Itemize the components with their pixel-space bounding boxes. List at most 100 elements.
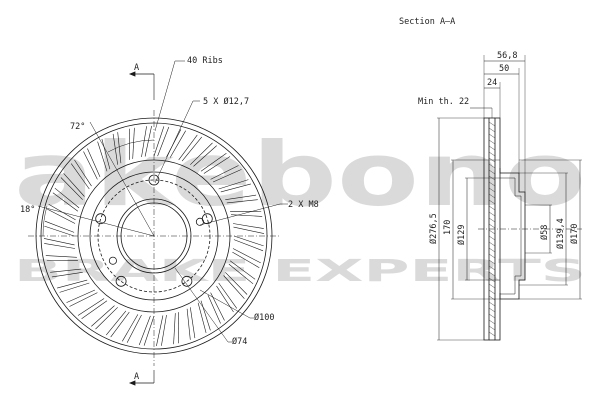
bolt-hole — [181, 275, 193, 287]
rib-line — [117, 132, 122, 164]
rib-line — [225, 272, 248, 295]
rib-line — [122, 314, 139, 342]
rib-line — [232, 248, 261, 264]
section-hatch — [488, 163, 496, 169]
dim-top-label-2: 50 — [499, 64, 509, 74]
section-hatch — [488, 259, 496, 265]
section-hatch — [488, 217, 496, 223]
rib-line — [51, 272, 83, 278]
rib-line — [218, 179, 249, 190]
rib-line — [126, 314, 142, 343]
rib-line — [207, 294, 221, 324]
leader-pcd — [199, 289, 254, 319]
rib-line — [144, 125, 152, 157]
section-hatch — [488, 151, 496, 157]
rib-line — [44, 220, 75, 233]
section-hatch — [488, 139, 496, 145]
section-hatch — [488, 199, 496, 205]
rib-line — [233, 239, 264, 252]
section-hatch — [488, 247, 496, 253]
section-hatch — [488, 187, 496, 193]
rib-line — [44, 225, 75, 237]
section-marker-bottom: A — [134, 372, 139, 382]
section-hatch — [488, 331, 496, 337]
section-hatch — [488, 301, 496, 307]
rib-line — [210, 165, 239, 180]
leader-ribs — [154, 60, 185, 132]
rib-line — [156, 315, 164, 347]
section-vanes — [488, 121, 496, 337]
rib-line — [54, 187, 80, 209]
dim-right-label-2: Ø139,4 — [555, 218, 566, 249]
rib-line — [57, 279, 88, 289]
dim-right-label-1: Ø58 — [539, 225, 550, 240]
pcd-label: Ø100 — [254, 312, 274, 323]
rib-line — [225, 194, 257, 200]
rib-line — [153, 126, 165, 157]
rib-line — [70, 163, 90, 190]
rib-line — [178, 134, 198, 161]
rib-line — [45, 255, 77, 258]
section-hatch — [488, 223, 496, 229]
rib-line — [197, 302, 207, 333]
section-hatch — [488, 121, 496, 127]
section-hatch — [488, 313, 496, 319]
rib-line — [112, 133, 118, 165]
rib-line — [232, 223, 264, 229]
section-hatch — [488, 229, 496, 235]
rib-line — [143, 315, 155, 346]
rib-line — [47, 208, 76, 224]
rib-line — [186, 308, 191, 340]
section-hatch — [488, 253, 496, 259]
rib-line — [77, 298, 105, 316]
ribs-label: 40 Ribs — [187, 56, 223, 66]
rib-line — [50, 268, 82, 273]
rib-line — [110, 311, 130, 338]
section-hatch — [488, 211, 496, 217]
rib-line — [233, 226, 265, 234]
section-marker-top: A — [134, 63, 139, 73]
thread-hole — [195, 217, 204, 226]
bolt-hole — [115, 275, 127, 287]
section-hatch — [488, 307, 496, 313]
leader-bore — [174, 267, 232, 343]
rib-line — [190, 142, 213, 165]
threads-label: 2 X M8 — [288, 200, 319, 210]
section-hatch — [488, 235, 496, 241]
rib-line — [97, 141, 108, 172]
angle-arc-72 — [107, 139, 155, 153]
rib-line — [200, 152, 227, 172]
rib-line — [63, 173, 85, 197]
rib-line — [212, 169, 242, 183]
dim-right-label-3: Ø170 — [569, 224, 580, 244]
rib-line — [74, 159, 92, 187]
rib-line — [87, 148, 101, 178]
bolt-holes-label: 5 X Ø12,7 — [203, 96, 249, 107]
section-hatch — [488, 283, 496, 289]
rib-line — [66, 289, 96, 303]
section-hatch — [488, 145, 496, 151]
rib-line — [69, 292, 98, 307]
bore-label: Ø74 — [232, 336, 247, 347]
section-arrowhead-bottom — [128, 380, 136, 386]
disc-section-view — [437, 55, 582, 341]
section-hatch — [488, 319, 496, 325]
section-hatch — [488, 325, 496, 331]
rib-line — [216, 285, 234, 313]
rib-line — [138, 315, 151, 346]
section-arrowhead-top — [128, 71, 136, 77]
rib-line — [157, 126, 170, 157]
rib-line — [228, 263, 254, 285]
min-thickness-label: Min th. 22 — [418, 97, 469, 107]
section-hatch — [488, 295, 496, 301]
rib-line — [226, 199, 258, 204]
rib-line — [43, 238, 75, 246]
thread-hole — [108, 256, 117, 265]
rib-line — [220, 183, 251, 193]
hat-profile-inner — [500, 177, 522, 295]
section-hatch — [488, 169, 496, 175]
section-hatch — [488, 241, 496, 247]
section-title: Section A–A — [399, 17, 455, 27]
